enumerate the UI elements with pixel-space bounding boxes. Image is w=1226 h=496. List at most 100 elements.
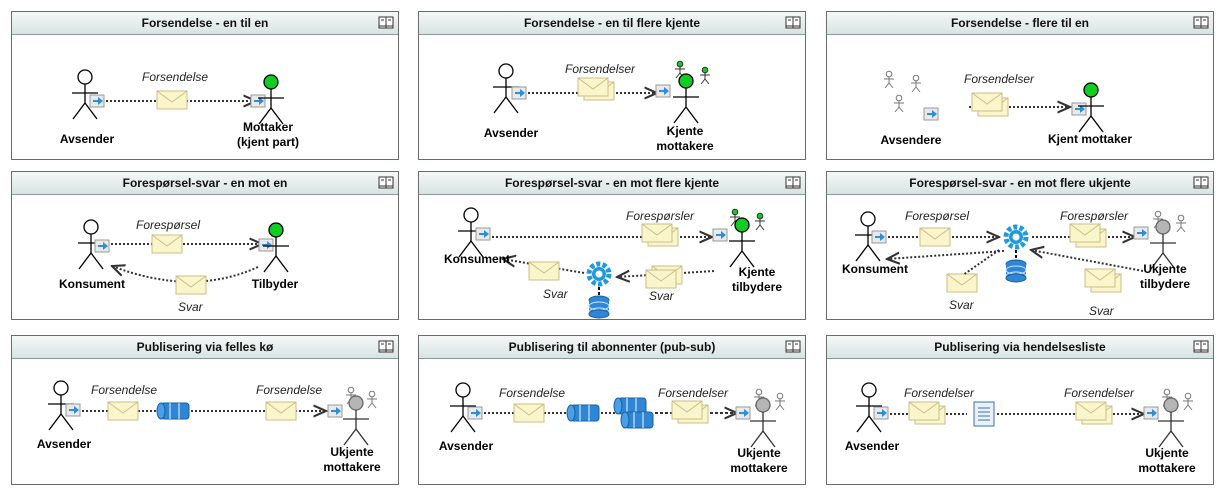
reply-label: Svar	[649, 289, 675, 303]
port-icon	[923, 107, 939, 121]
envelope-icon	[151, 234, 183, 254]
port-icon	[258, 238, 274, 252]
port-icon	[873, 406, 889, 420]
envelope-icon	[175, 275, 207, 295]
envelope-icon	[156, 90, 188, 110]
book-icon[interactable]	[378, 176, 394, 189]
request-label: Forespørsel	[905, 209, 969, 223]
diagram-canvas: Forsendelser Avsendere Kjent mottaker	[881, 70, 1132, 147]
book-icon[interactable]	[378, 16, 394, 29]
request-label: Forespørsler	[626, 209, 695, 223]
database-icon	[1005, 259, 1027, 283]
receiver-label: Kjent mottaker	[1048, 132, 1132, 146]
queue-icon	[156, 402, 190, 420]
panel-title: Forespørsel-svar - en mot flere ukjente	[909, 176, 1131, 190]
book-icon[interactable]	[1193, 340, 1209, 353]
receiver-label: Kjente	[667, 124, 704, 138]
gear-icon	[589, 264, 609, 284]
message-label: Forsendelse	[499, 386, 565, 400]
envelope-icon	[971, 92, 1003, 112]
diagram-panel: Forespørsel-svar - en mot en Forespørsel…	[11, 171, 399, 320]
book-icon[interactable]	[1193, 16, 1209, 29]
book-icon[interactable]	[1193, 176, 1209, 189]
book-icon[interactable]	[785, 176, 801, 189]
book-icon[interactable]	[785, 16, 801, 29]
port-icon	[65, 403, 81, 417]
sender-mini-actor	[910, 74, 922, 93]
sender-label: Avsender	[845, 439, 900, 453]
port-icon	[467, 406, 483, 420]
reply-label: Svar	[543, 287, 569, 301]
message-label: Forsendelser	[1064, 386, 1135, 400]
receiver-label-line2: mottakere	[730, 461, 788, 475]
diagram-panel: Forsendelse - en til en Forsendelse Avse…	[11, 11, 399, 160]
provider-label-line2: tilbydere	[1140, 277, 1190, 291]
envelope-icon	[908, 401, 940, 421]
consumer-label: Konsument	[59, 277, 125, 291]
book-icon[interactable]	[785, 340, 801, 353]
book-icon[interactable]	[378, 340, 394, 353]
sender-label: Avsendere	[881, 133, 942, 147]
envelope-icon	[645, 269, 677, 289]
envelope-icon	[577, 77, 609, 97]
message-label: Forsendelse	[142, 70, 208, 84]
message-label: Forsendelser	[964, 72, 1035, 86]
diagram-panel: Publisering via hendelsesliste Forsendel…	[826, 335, 1214, 485]
diagram-panel: Forespørsel-svar - en mot flere kjente F…	[418, 171, 806, 320]
panel-title: Publisering via felles kø	[136, 340, 274, 354]
envelope-icon	[107, 401, 139, 421]
request-label: Forespørsel	[136, 218, 200, 232]
provider-label: Tilbyder	[252, 277, 299, 291]
provider-label-line2: tilbydere	[732, 280, 782, 294]
provider-mini-actor	[1175, 214, 1187, 233]
panel-header: Forsendelse - en til flere kjente	[419, 12, 805, 35]
receiver-label: Ukjente	[1145, 446, 1189, 460]
panel-title: Forespørsel-svar - en mot en	[122, 176, 288, 190]
diagram-canvas: Forespørsel Svar Konsument Tilbyder	[59, 218, 299, 314]
panel-header: Forsendelse - en til en	[12, 12, 398, 35]
panel-title: Forsendelse - en til flere kjente	[523, 16, 701, 30]
provider-actor	[728, 217, 756, 268]
receiver-label-line2: (kjent part)	[237, 135, 299, 149]
diagram-canvas: Forsendelse Forsendelse Avsender Ukjente…	[37, 380, 381, 474]
envelope-icon	[1075, 401, 1107, 421]
envelope-icon	[946, 273, 978, 293]
port-icon	[735, 406, 751, 420]
port-icon	[250, 94, 266, 108]
diagram-panel: Forsendelse - en til flere kjente Forsen…	[418, 11, 806, 160]
consumer-label: Konsument	[842, 262, 908, 276]
diagram-canvas: Forespørsel Forespørsler Svar Svar Konsu…	[842, 209, 1190, 318]
reply-flow	[962, 249, 1000, 276]
sender-label: Avsender	[439, 439, 494, 453]
envelope-icon	[265, 401, 297, 421]
event-list-icon	[973, 401, 995, 427]
port-icon	[89, 94, 105, 108]
reply-flow	[1031, 250, 1144, 272]
receiver-mini-actor	[774, 392, 786, 411]
diagram-canvas: Forsendelser Forsendelser Avsender Ukjen…	[845, 382, 1196, 475]
request-label: Forespørsler	[1060, 209, 1129, 223]
port-icon	[655, 84, 671, 98]
envelope-icon	[513, 403, 545, 423]
envelope-icon	[919, 227, 951, 247]
reply-flow	[887, 250, 1005, 259]
panel-title: Publisering til abonnenter (pub-sub)	[508, 340, 716, 354]
provider-label: Kjente	[739, 265, 776, 279]
envelope-icon	[1084, 268, 1116, 288]
queue-icon	[566, 404, 600, 422]
port-icon	[712, 228, 728, 242]
diagram-panel: Forespørsel-svar - en mot flere ukjente …	[826, 171, 1214, 320]
port-icon	[475, 227, 491, 241]
gear-icon	[1006, 227, 1026, 247]
database-icon	[588, 295, 610, 319]
sender-label: Avsender	[60, 132, 115, 146]
panel-header: Forsendelse - flere til en	[827, 12, 1213, 35]
panel-title: Forsendelse - en til en	[141, 16, 269, 30]
receiver-mini-actor	[699, 66, 711, 85]
reply-label: Svar	[949, 298, 975, 312]
envelope-icon	[528, 261, 560, 281]
port-icon	[1143, 406, 1159, 420]
message-label: Forsendelser	[565, 62, 636, 76]
receiver-actor	[672, 73, 700, 124]
message-label: Forsendelser	[904, 386, 975, 400]
